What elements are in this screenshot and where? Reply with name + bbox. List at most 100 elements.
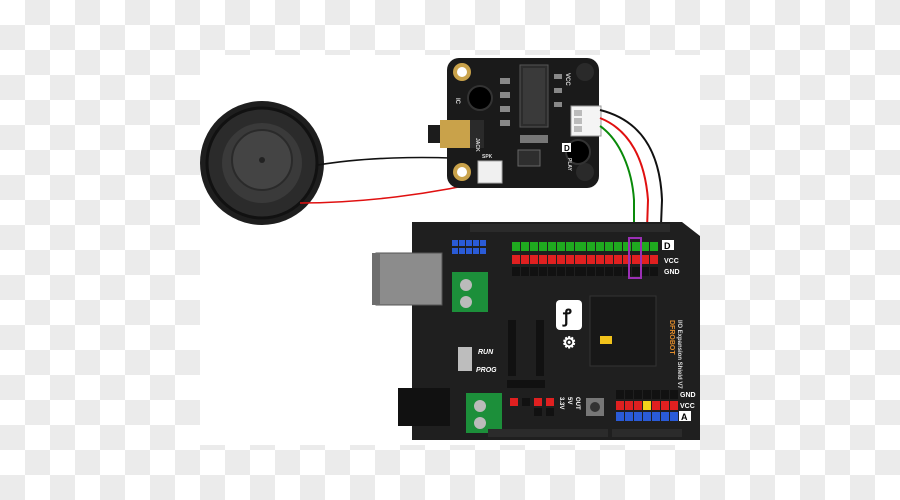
module-d-label: D	[564, 144, 570, 153]
checker-tile	[275, 450, 300, 475]
checker-tile	[550, 475, 575, 500]
checker-tile	[0, 150, 25, 175]
header-pin	[566, 255, 574, 264]
run-label: RUN	[478, 349, 494, 356]
checker-tile	[150, 200, 175, 225]
module-vcc-label: VCC	[564, 73, 570, 86]
checker-tile	[0, 50, 25, 75]
checker-tile	[425, 25, 450, 50]
checker-tile	[175, 300, 200, 325]
header-pin	[566, 242, 574, 251]
checker-tile	[650, 450, 675, 475]
checker-tile	[500, 0, 525, 25]
checker-tile	[75, 450, 100, 475]
header-pin	[587, 255, 595, 264]
checker-tile	[200, 450, 225, 475]
checker-tile	[175, 225, 200, 250]
checker-tile	[750, 125, 775, 150]
header-pin-yellow	[643, 401, 651, 410]
checker-tile	[175, 325, 200, 350]
checker-tile	[150, 125, 175, 150]
checker-tile	[150, 50, 175, 75]
checker-tile	[100, 400, 125, 425]
checker-tile	[725, 300, 750, 325]
header-pin	[587, 267, 595, 276]
checker-tile	[150, 300, 175, 325]
checker-tile	[25, 350, 50, 375]
checker-tile	[375, 450, 400, 475]
checker-tile	[525, 450, 550, 475]
checker-tile	[775, 375, 800, 400]
blue-header-pin	[459, 248, 465, 254]
checker-tile	[0, 450, 25, 475]
checker-tile	[100, 100, 125, 125]
checker-tile	[800, 225, 825, 250]
checker-tile	[875, 225, 900, 250]
checker-tile	[850, 350, 875, 375]
checker-tile	[100, 425, 125, 450]
checker-tile	[475, 475, 500, 500]
header-pin	[539, 255, 547, 264]
checker-tile	[725, 275, 750, 300]
io-expansion-shield: RUN PROG ꝭ ⚙ DFROBOT I/O Expansion Shiel…	[372, 222, 700, 440]
checker-tile	[875, 325, 900, 350]
checker-tile	[300, 25, 325, 50]
header-pin	[623, 255, 631, 264]
checker-tile	[175, 125, 200, 150]
checker-tile	[0, 275, 25, 300]
checker-tile	[775, 300, 800, 325]
checker-tile	[175, 450, 200, 475]
header-pin	[625, 412, 633, 421]
header-pin	[539, 242, 547, 251]
checker-tile	[800, 375, 825, 400]
checker-tile	[600, 450, 625, 475]
header-pin	[661, 390, 669, 399]
checker-tile	[100, 125, 125, 150]
checker-tile	[875, 300, 900, 325]
checker-tile	[750, 475, 775, 500]
header-pin	[530, 242, 538, 251]
checker-tile	[275, 25, 300, 50]
checker-tile	[75, 300, 100, 325]
checker-tile	[50, 75, 75, 100]
checker-tile	[200, 0, 225, 25]
checker-tile	[175, 25, 200, 50]
checker-tile	[75, 375, 100, 400]
checker-tile	[675, 0, 700, 25]
checker-tile	[350, 25, 375, 50]
header-pin	[650, 242, 658, 251]
checker-tile	[125, 475, 150, 500]
checker-tile	[850, 100, 875, 125]
checker-tile	[800, 100, 825, 125]
header-pin	[578, 267, 586, 276]
checker-tile	[475, 0, 500, 25]
checker-tile	[750, 100, 775, 125]
checker-tile	[675, 450, 700, 475]
jumper-pin	[546, 408, 554, 416]
checker-tile	[450, 25, 475, 50]
header-pin	[512, 242, 520, 251]
checker-tile	[125, 150, 150, 175]
checker-tile	[50, 25, 75, 50]
checker-tile	[75, 225, 100, 250]
checker-tile	[125, 275, 150, 300]
checker-tile	[850, 225, 875, 250]
checker-tile	[700, 325, 725, 350]
checker-tile	[750, 275, 775, 300]
header-pin	[616, 401, 624, 410]
checker-tile	[725, 425, 750, 450]
checker-tile	[150, 25, 175, 50]
checker-tile	[700, 75, 725, 100]
checker-tile	[175, 250, 200, 275]
checker-tile	[800, 350, 825, 375]
module-spk-label: SPK	[482, 154, 493, 160]
checker-tile	[75, 200, 100, 225]
checker-tile	[150, 250, 175, 275]
checker-tile	[625, 475, 650, 500]
checker-tile	[700, 125, 725, 150]
checker-tile	[875, 175, 900, 200]
checker-tile	[350, 450, 375, 475]
header-pin	[548, 255, 556, 264]
checker-tile	[75, 50, 100, 75]
gear-icon: ⚙	[562, 335, 576, 352]
